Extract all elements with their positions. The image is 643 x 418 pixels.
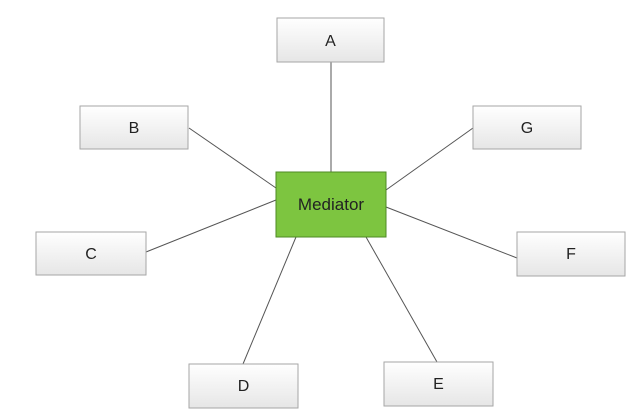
node-f: F	[516, 231, 626, 277]
node-a: A	[276, 17, 385, 63]
node-b: B	[79, 105, 189, 150]
connector-f	[385, 206, 518, 259]
mediator-label: Mediator	[298, 195, 364, 214]
node-c: C	[35, 231, 147, 276]
node-e: E	[383, 361, 494, 407]
node-label-f: F	[566, 246, 576, 263]
node-label-c: C	[85, 246, 97, 263]
connector-g	[385, 127, 474, 191]
node-label-d: D	[238, 378, 250, 395]
connector-b	[188, 127, 277, 189]
node-label-e: E	[433, 376, 444, 393]
connectors	[145, 62, 518, 365]
node-label-a: A	[325, 33, 336, 50]
connector-d	[242, 236, 297, 365]
node-d: D	[188, 363, 299, 409]
mediator-node: Mediator	[275, 171, 387, 238]
node-g: G	[472, 105, 582, 150]
connector-c	[145, 199, 277, 253]
connector-e	[365, 236, 438, 363]
node-label-g: G	[521, 120, 533, 137]
node-label-b: B	[129, 120, 140, 137]
